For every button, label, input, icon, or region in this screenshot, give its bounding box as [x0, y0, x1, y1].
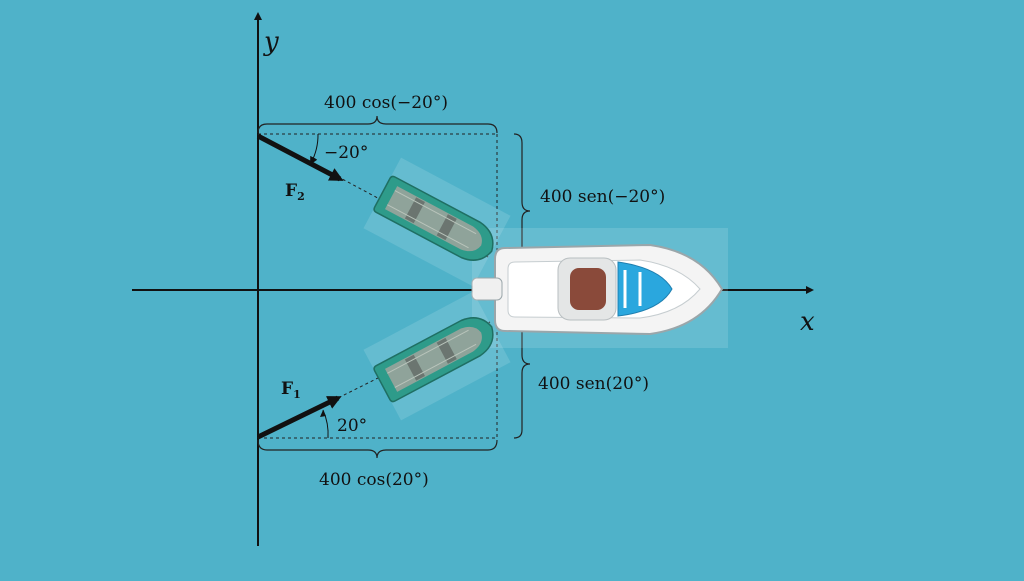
force-arrow-f2	[256, 133, 344, 182]
brace-top-x	[257, 115, 498, 134]
angle-arc-f2	[310, 133, 319, 165]
force-label-f2: F2	[285, 181, 305, 203]
yacht-icon	[471, 228, 728, 348]
angle-label-f2: −20°	[324, 143, 368, 163]
y-component-f1: 400 sen(20°)	[538, 374, 649, 394]
x-axis-label: x	[800, 307, 815, 337]
y-component-f2: 400 sen(−20°)	[540, 187, 665, 207]
brace-bottom-x	[257, 439, 498, 459]
force-arrow-f1	[256, 395, 342, 440]
angle-label-f1: 20°	[337, 416, 367, 436]
x-component-f1: 400 cos(20°)	[319, 470, 429, 490]
y-axis-label: y	[263, 27, 279, 57]
dinghy-icon	[363, 291, 511, 421]
x-component-f2: 400 cos(−20°)	[324, 93, 448, 113]
force-label-f1: F1	[281, 379, 301, 401]
dinghy-icon	[363, 157, 511, 287]
